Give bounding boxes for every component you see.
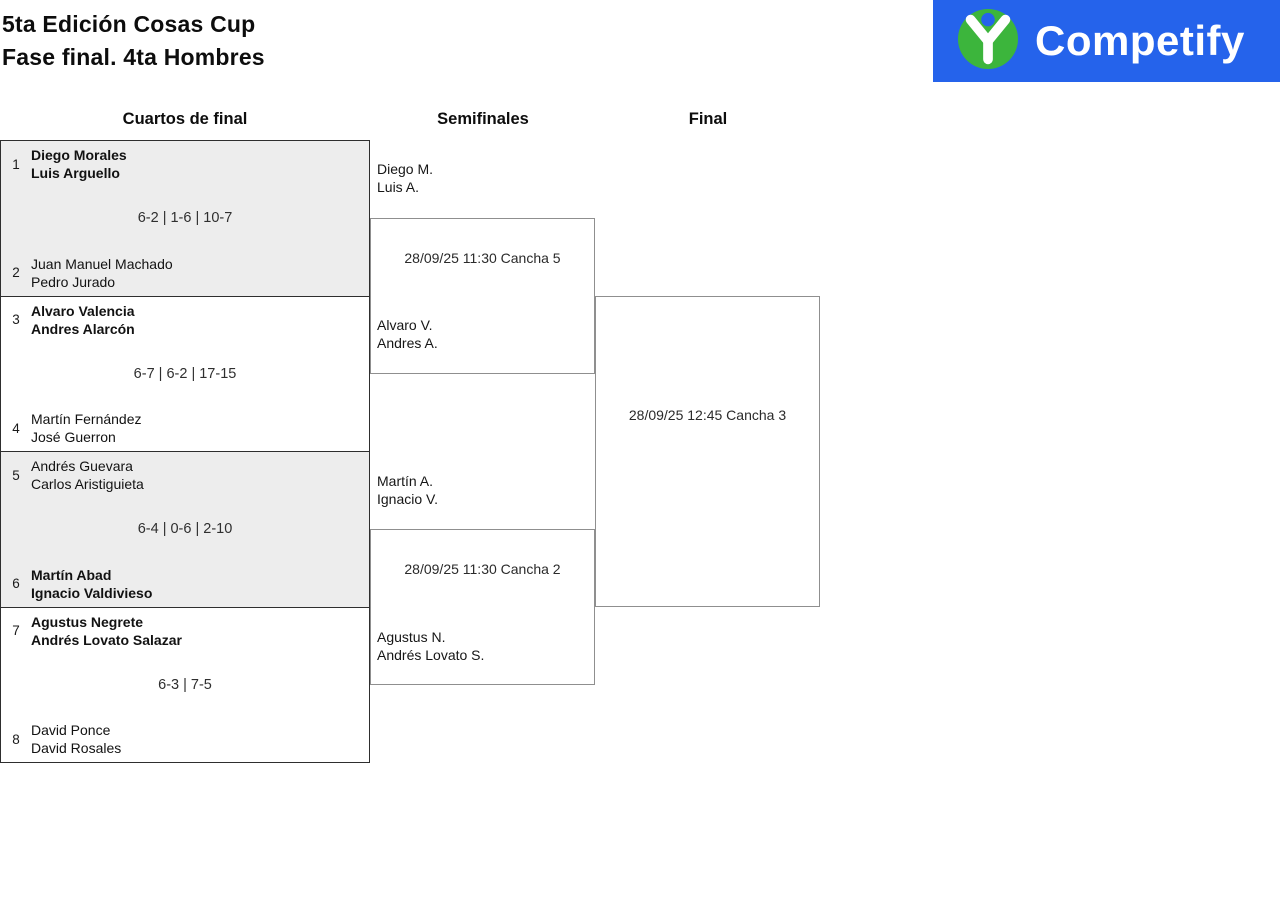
- player-name: Carlos Aristiguieta: [31, 476, 144, 492]
- team-row: 1 Diego Morales Luis Arguello: [1, 146, 369, 182]
- team-players: Agustus Negrete Andrés Lovato Salazar: [31, 613, 182, 649]
- team-row: 5 Andrés Guevara Carlos Aristiguieta: [1, 457, 369, 493]
- player-name: Agustus N.: [377, 629, 446, 645]
- player-name: Martín Fernández: [31, 411, 142, 427]
- player-name: Alvaro V.: [377, 317, 433, 333]
- seed-number: 3: [12, 312, 20, 327]
- team-players: Andrés Guevara Carlos Aristiguieta: [31, 457, 144, 493]
- player-name: Andres Alarcón: [31, 320, 135, 337]
- player-name: Alvaro Valencia: [31, 302, 135, 319]
- seed-number: 1: [12, 156, 20, 172]
- seed-number: 2: [12, 265, 20, 280]
- team-row: 4 Martín Fernández José Guerron: [1, 410, 369, 446]
- player-name: Ignacio Valdivieso: [31, 584, 153, 601]
- player-name: Andrés Lovato Salazar: [31, 631, 182, 648]
- semifinal-2-bottom-team: Agustus N. Andrés Lovato S.: [377, 628, 484, 664]
- qf-match-4: 7 Agustus Negrete Andrés Lovato Salazar …: [1, 606, 369, 763]
- player-name: Luis A.: [377, 179, 420, 195]
- page-subtitle: Fase final. 4ta Hombres: [2, 44, 265, 70]
- page-title: 5ta Edición Cosas Cup: [2, 11, 256, 37]
- qf-match-1: 1 Diego Morales Luis Arguello 6-2 | 1-6 …: [1, 141, 369, 296]
- semifinal-2-top-team: Martín A. Ignacio V.: [377, 472, 438, 508]
- team-players: Martín Fernández José Guerron: [31, 410, 142, 446]
- column-header-final: Final: [688, 110, 728, 128]
- seed-number: 8: [12, 731, 20, 747]
- player-name: José Guerron: [31, 429, 116, 445]
- semifinal-1-box: 28/09/25 11:30 Cancha 5: [370, 218, 595, 374]
- player-name: Diego Morales: [31, 147, 127, 163]
- competify-logo-text: Competify: [1035, 17, 1245, 64]
- player-name: David Ponce: [31, 722, 111, 738]
- column-header-quarterfinals: Cuartos de final: [122, 110, 248, 128]
- qf-match-2: 3 Alvaro Valencia Andres Alarcón 6-7 | 6…: [1, 295, 369, 452]
- team-players: Diego Morales Luis Arguello: [31, 146, 127, 182]
- player-name: Agustus Negrete: [31, 613, 144, 630]
- player-name: Martín A.: [377, 473, 434, 489]
- player-name: Juan Manuel Machado: [31, 255, 173, 272]
- player-name: Andrés Guevara: [31, 458, 133, 474]
- semifinal-1-bottom-team: Alvaro V. Andres A.: [377, 316, 438, 352]
- semifinal-1-top-team: Diego M. Luis A.: [377, 160, 433, 196]
- player-name: Andrés Lovato S.: [377, 647, 485, 663]
- player-name: Diego M.: [377, 161, 434, 177]
- competify-logo-icon: [957, 8, 1019, 75]
- player-name: Andres A.: [377, 335, 438, 351]
- match-score: 6-3 | 7-5: [158, 676, 212, 693]
- semifinal-1-schedule: 28/09/25 11:30 Cancha 5: [404, 250, 561, 266]
- player-name: David Rosales: [31, 740, 122, 756]
- player-name: Pedro Jurado: [31, 273, 116, 290]
- quarterfinals-column: 1 Diego Morales Luis Arguello 6-2 | 1-6 …: [0, 140, 370, 763]
- match-score: 6-2 | 1-6 | 10-7: [137, 210, 233, 227]
- competify-logo[interactable]: Competify: [933, 0, 1280, 82]
- team-players: Juan Manuel Machado Pedro Jurado: [31, 255, 173, 291]
- seed-number: 7: [12, 623, 20, 638]
- player-name: Luis Arguello: [31, 165, 120, 181]
- team-players: Martín Abad Ignacio Valdivieso: [31, 566, 152, 602]
- team-row: 6 Martín Abad Ignacio Valdivieso: [1, 566, 369, 602]
- player-name: Martín Abad: [31, 566, 112, 583]
- team-players: David Ponce David Rosales: [31, 721, 121, 757]
- team-players: Alvaro Valencia Andres Alarcón: [31, 302, 135, 338]
- seed-number: 5: [12, 467, 20, 483]
- match-score: 6-7 | 6-2 | 17-15: [133, 365, 237, 382]
- qf-match-3: 5 Andrés Guevara Carlos Aristiguieta 6-4…: [1, 451, 369, 607]
- final-schedule: 28/09/25 12:45 Cancha 3: [628, 407, 787, 423]
- seed-number: 6: [12, 576, 20, 591]
- team-row: 8 David Ponce David Rosales: [1, 721, 369, 757]
- seed-number: 4: [12, 420, 20, 436]
- team-row: 3 Alvaro Valencia Andres Alarcón: [1, 302, 369, 338]
- match-score: 6-4 | 0-6 | 2-10: [137, 521, 233, 538]
- semifinal-2-box: 28/09/25 11:30 Cancha 2: [370, 529, 595, 685]
- team-row: 2 Juan Manuel Machado Pedro Jurado: [1, 255, 369, 291]
- final-box: 28/09/25 12:45 Cancha 3: [595, 296, 820, 607]
- player-name: Ignacio V.: [377, 491, 438, 507]
- column-header-semifinals: Semifinales: [437, 110, 529, 128]
- page-title-block: 5ta Edición Cosas Cup Fase final. 4ta Ho…: [2, 8, 265, 74]
- team-row: 7 Agustus Negrete Andrés Lovato Salazar: [1, 613, 369, 649]
- semifinal-2-schedule: 28/09/25 11:30 Cancha 2: [404, 561, 561, 577]
